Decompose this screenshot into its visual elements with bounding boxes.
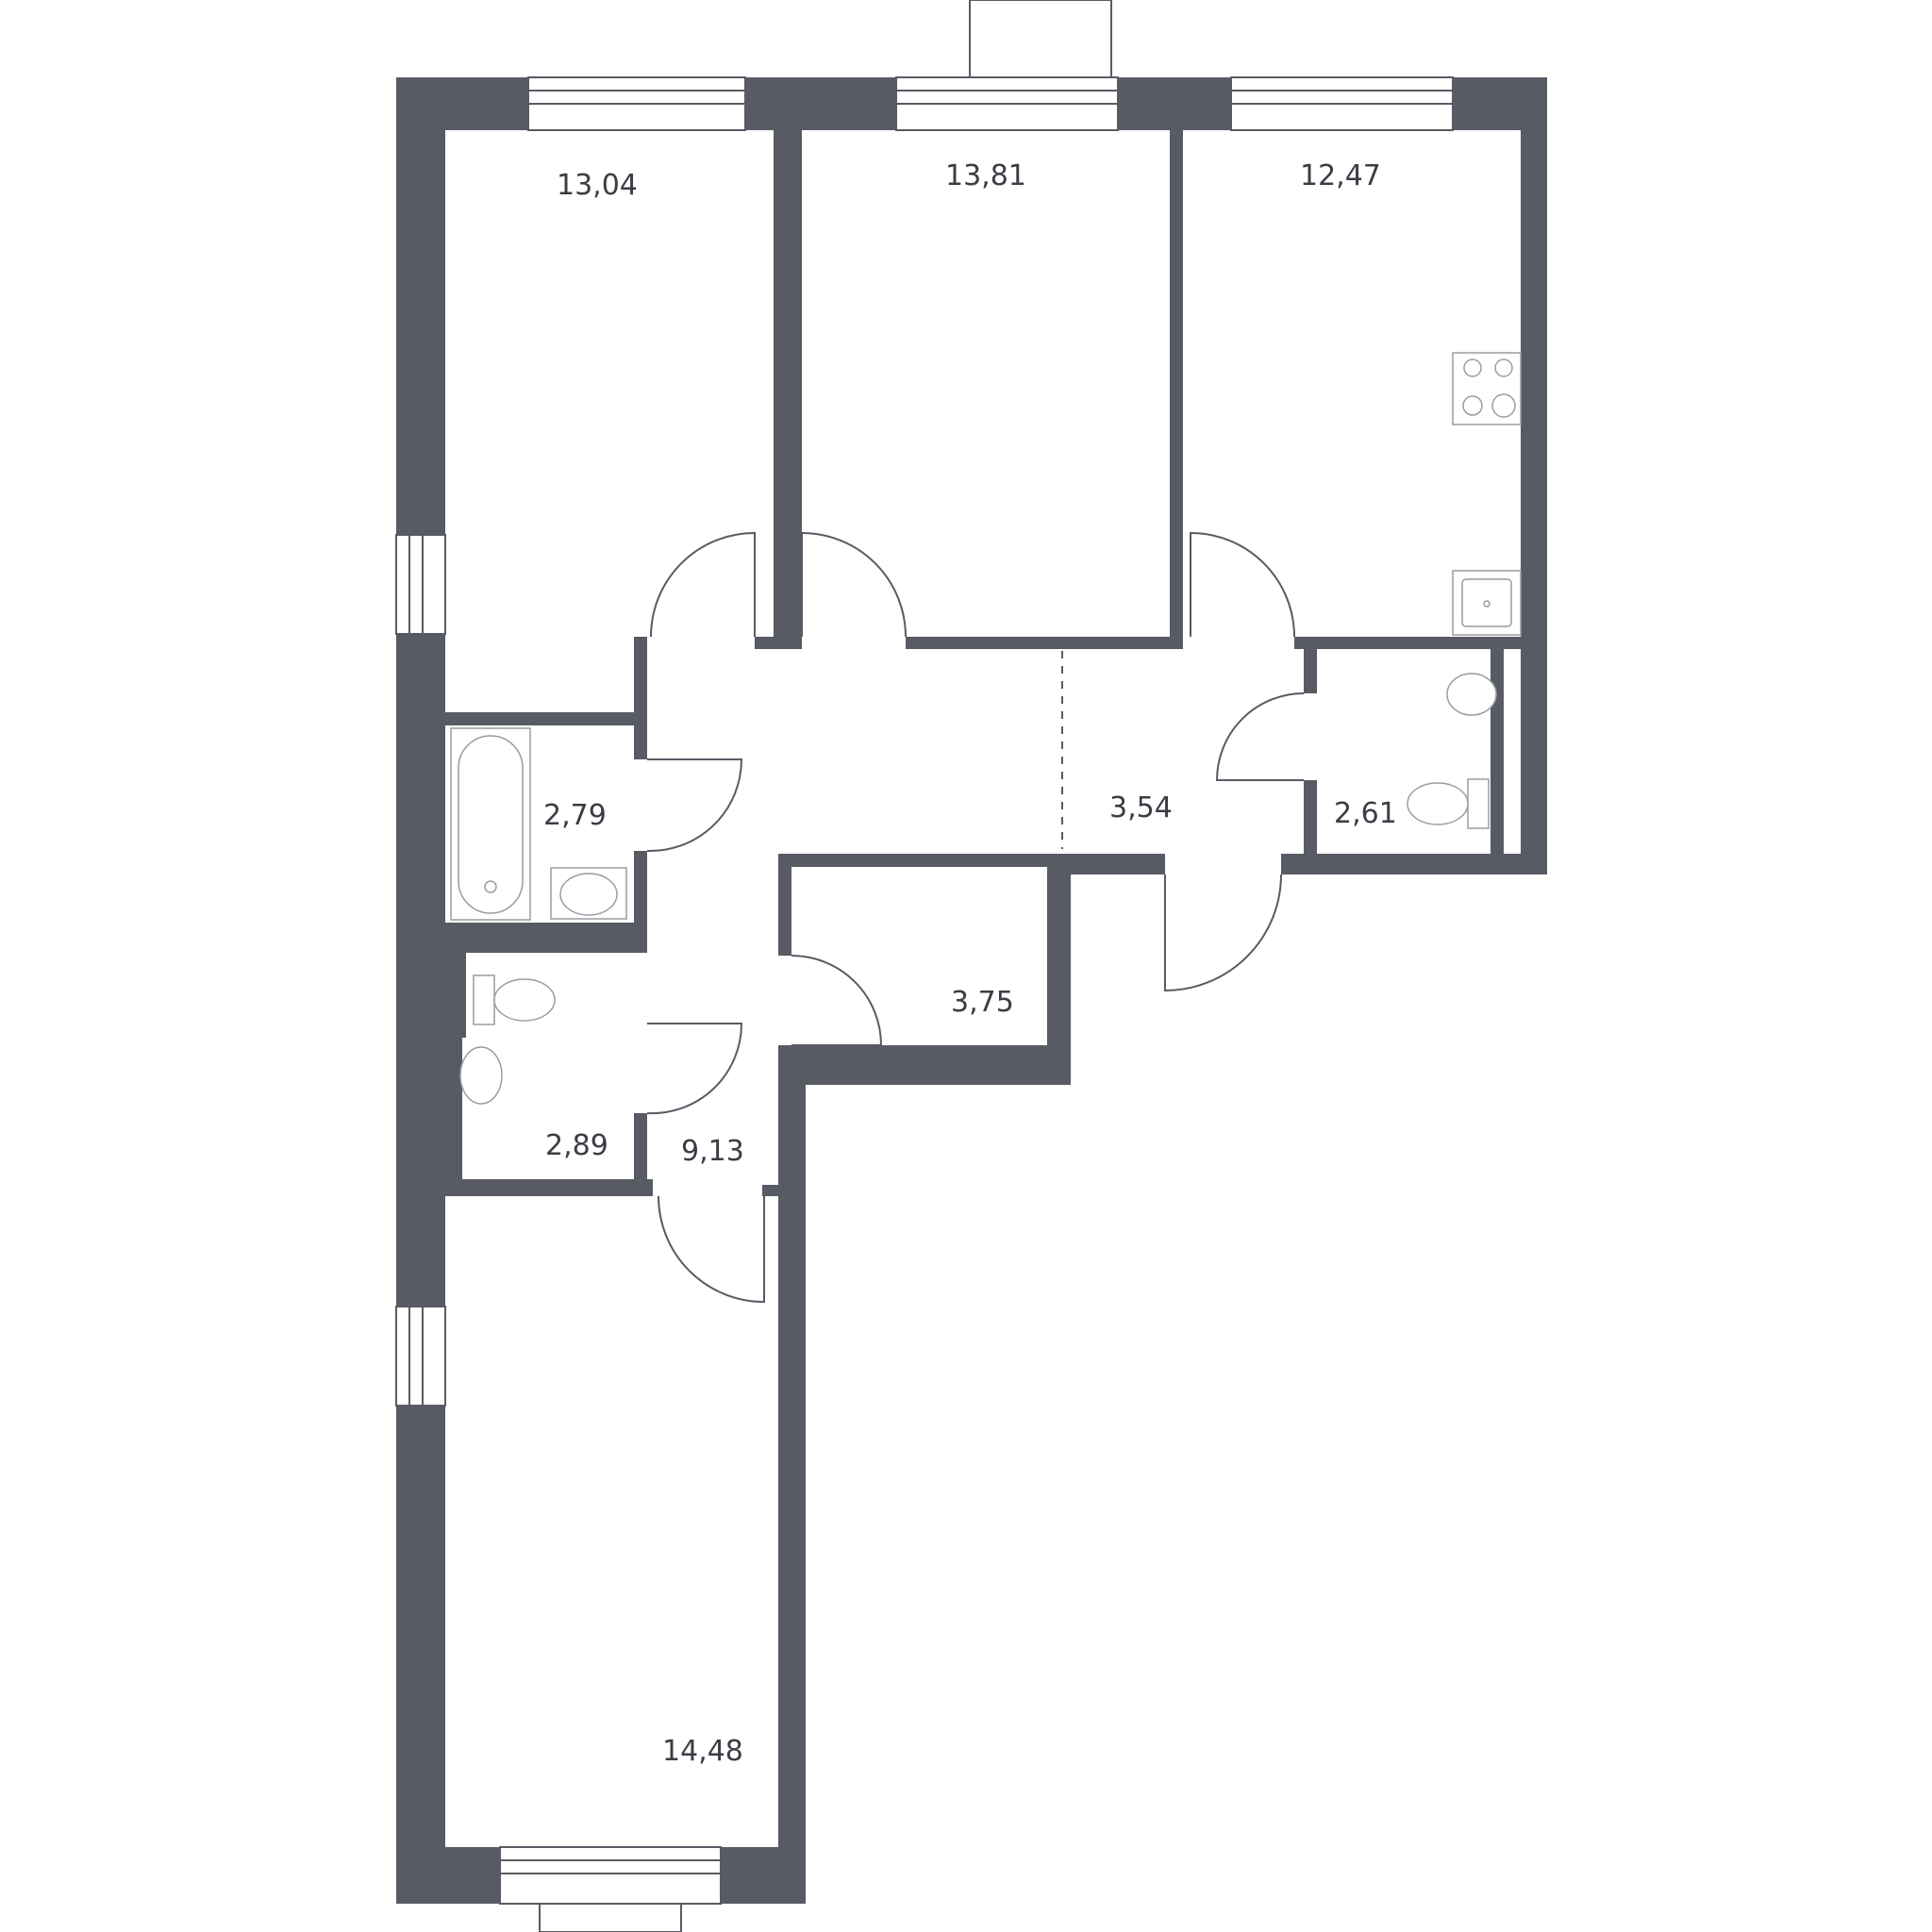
door-entrance xyxy=(1164,874,1282,992)
wall-room2-bottom xyxy=(906,637,1183,649)
windows xyxy=(395,0,1454,1932)
wall-stub-room3 xyxy=(762,1185,781,1196)
wall-kitchen-bottom-1 xyxy=(1294,637,1547,649)
shaft-left xyxy=(445,953,466,1038)
wall-bath-bottom xyxy=(445,923,647,953)
wall-room2-kitchen xyxy=(1170,130,1183,649)
wall-storage-bottom xyxy=(778,1045,1071,1085)
wall-left-2 xyxy=(396,634,445,1307)
wall-hall-bottom-1 xyxy=(1071,854,1165,874)
window-left-2 xyxy=(395,1306,446,1407)
room-area-label-kitchen: 12,47 xyxy=(1300,159,1381,192)
wall-right xyxy=(1521,77,1547,874)
door-wc-right xyxy=(1215,692,1305,781)
room-labels: 13,04 13,81 12,47 2,79 3,54 2,61 3,75 2,… xyxy=(543,159,1397,1768)
walls xyxy=(396,77,1547,1904)
wall-storage-left-2 xyxy=(778,1045,791,1085)
wall-left-3 xyxy=(396,1406,445,1904)
door-room2 xyxy=(801,531,907,638)
wc-right-sink-icon xyxy=(1446,673,1497,716)
wall-storage-right xyxy=(1047,854,1071,1085)
door-bath xyxy=(646,758,743,853)
room-area-label-hall: 3,54 xyxy=(1109,791,1173,824)
wc-left-sink-icon xyxy=(459,1046,503,1105)
wall-top-2 xyxy=(745,77,896,130)
wall-room3-right xyxy=(778,1085,806,1904)
door-storage xyxy=(791,955,883,1046)
toilet-right-icon xyxy=(1407,778,1490,829)
kitchen-sink-icon xyxy=(1452,570,1522,636)
wall-hall-bottom-2 xyxy=(1281,854,1547,874)
door-room3 xyxy=(658,1195,765,1304)
door-room1 xyxy=(650,531,756,638)
window-left-1 xyxy=(395,534,446,635)
wall-wc-right-left-2 xyxy=(1304,780,1317,874)
stove-icon xyxy=(1452,352,1522,425)
wall-room1-bottom xyxy=(445,712,643,725)
wall-top-3 xyxy=(1118,77,1231,130)
room-area-label-bathroom: 2,79 xyxy=(543,799,607,832)
wall-bottom-1 xyxy=(396,1847,500,1904)
door-wc-left xyxy=(646,1023,743,1115)
wall-hall-left-3 xyxy=(634,1113,647,1189)
room-area-label-room-1: 13,04 xyxy=(557,169,638,202)
bathtub-icon xyxy=(450,727,531,921)
toilet-left-icon xyxy=(473,974,556,1025)
bath-sink-icon xyxy=(550,867,627,920)
wall-stub-room1 xyxy=(755,637,802,649)
door-kitchen xyxy=(1190,531,1295,638)
wall-wc-right-left-1 xyxy=(1304,637,1317,693)
room-area-label-corridor: 9,13 xyxy=(681,1135,744,1168)
balcony-bottom xyxy=(539,1903,682,1932)
room-area-label-room-3: 14,48 xyxy=(662,1735,743,1768)
doors xyxy=(646,531,1305,1632)
room-area-label-wc-left: 2,89 xyxy=(545,1129,608,1162)
room-area-label-storage: 3,75 xyxy=(951,986,1014,1019)
fixtures xyxy=(450,352,1522,1105)
room-area-label-wc-right: 2,61 xyxy=(1334,797,1397,830)
wall-wc-right-side xyxy=(1491,649,1504,857)
wall-left-1 xyxy=(396,77,445,535)
room-area-label-room-2: 13,81 xyxy=(945,159,1026,192)
window-room3 xyxy=(499,1846,722,1905)
wall-storage-top xyxy=(778,854,1071,867)
balcony-top xyxy=(969,0,1112,78)
wall-hall-left-1 xyxy=(634,637,647,759)
wall-room1-room2 xyxy=(774,130,802,649)
wall-wc-left-bottom xyxy=(445,1179,653,1196)
wall-storage-left-1 xyxy=(778,854,791,956)
